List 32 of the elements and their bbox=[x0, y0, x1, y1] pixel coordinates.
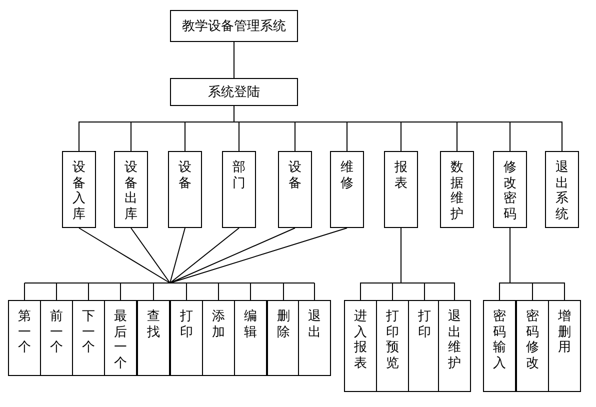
function-box: 打印 bbox=[408, 300, 441, 392]
function-box: 打印预览 bbox=[376, 300, 409, 392]
module-box: 退出系统 bbox=[545, 151, 579, 228]
function-box: 密码输入 bbox=[483, 300, 516, 392]
module-box: 修改密码 bbox=[493, 151, 527, 228]
function-box: 编辑 bbox=[234, 300, 267, 376]
function-box: 密码修改 bbox=[516, 300, 549, 392]
connector-line bbox=[24, 228, 348, 300]
process-box: 系统登陆 bbox=[170, 78, 298, 106]
function-box: 前一个 bbox=[40, 300, 73, 376]
function-box: 进入报表 bbox=[344, 300, 377, 392]
function-box: 退出维护 bbox=[438, 300, 471, 392]
function-box: 下一个 bbox=[72, 300, 105, 376]
module-box: 维修 bbox=[330, 151, 364, 228]
module-box: 设备 bbox=[168, 151, 202, 228]
function-box: 打印 bbox=[170, 300, 203, 376]
module-box: 数据维护 bbox=[440, 151, 474, 228]
function-box: 最后一个 bbox=[104, 300, 137, 376]
function-box: 删除 bbox=[267, 300, 300, 376]
connector-line bbox=[510, 228, 565, 300]
module-box: 设备 bbox=[278, 151, 312, 228]
function-box: 退出 bbox=[298, 300, 331, 376]
function-box: 查找 bbox=[137, 300, 170, 376]
function-box: 添加 bbox=[202, 300, 235, 376]
module-box: 设备入库 bbox=[62, 151, 96, 228]
module-box: 报表 bbox=[384, 151, 418, 228]
function-box: 增删用 bbox=[548, 300, 581, 392]
module-box: 设备出库 bbox=[114, 151, 148, 228]
connector-line bbox=[400, 228, 455, 300]
title-box: 教学设备管理系统 bbox=[170, 10, 298, 42]
module-box: 部门 bbox=[222, 151, 256, 228]
function-box: 第一个 bbox=[8, 300, 41, 376]
